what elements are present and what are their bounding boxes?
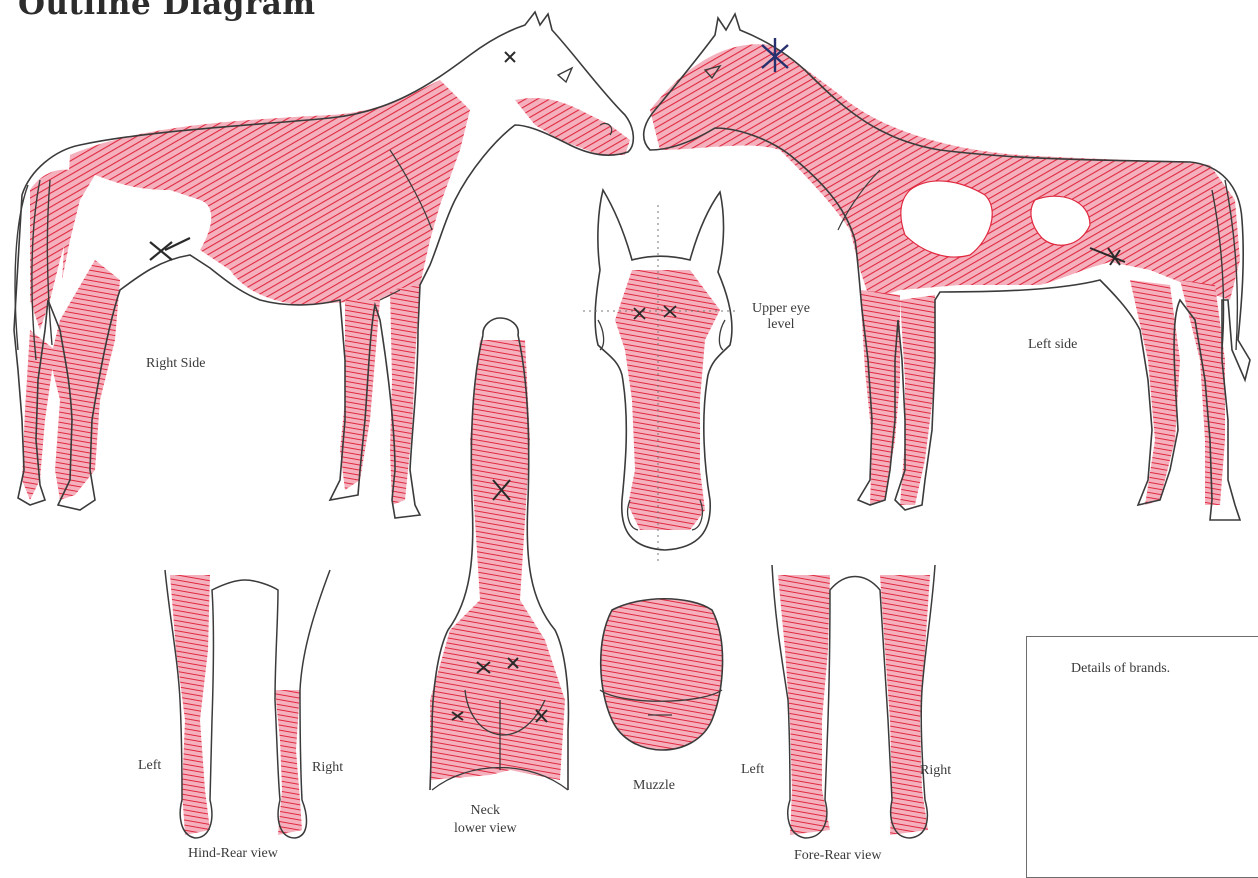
page-title: Outline Diagram bbox=[18, 0, 316, 22]
right-side-eye bbox=[558, 68, 572, 82]
left-side-body-marking bbox=[650, 44, 1240, 300]
head-front-eye-right bbox=[719, 320, 725, 350]
label-right-side: Right Side bbox=[146, 356, 206, 372]
label-fore-right: Right bbox=[920, 763, 951, 779]
label-upper-eye-line1: Upper eye bbox=[752, 301, 810, 316]
hind-left-leg-marking bbox=[170, 575, 210, 835]
right-side-hindleg-marking bbox=[50, 260, 120, 500]
horse-right-side bbox=[14, 12, 633, 518]
label-upper-eye-level: Upper eye level bbox=[752, 301, 810, 333]
neck-lower-view bbox=[430, 318, 568, 790]
right-side-body-marking bbox=[62, 80, 470, 305]
muzzle-marking bbox=[601, 599, 723, 750]
label-neck-line1: Neck bbox=[471, 803, 501, 818]
label-left-side: Left side bbox=[1028, 337, 1077, 353]
fore-left-leg-marking bbox=[778, 575, 830, 835]
label-neck-lower-view: Neck lower view bbox=[454, 802, 517, 838]
label-fore-left: Left bbox=[741, 762, 764, 778]
neck-lower-marking bbox=[430, 340, 565, 780]
brands-details-box[interactable]: Details of brands. bbox=[1026, 636, 1258, 878]
head-front-view bbox=[583, 190, 738, 565]
right-side-poll-whorl bbox=[505, 52, 515, 62]
hind-right-leg-marking bbox=[275, 690, 302, 835]
label-upper-eye-line2: level bbox=[767, 317, 794, 332]
label-hind-rear-view: Hind-Rear view bbox=[188, 846, 278, 862]
muzzle-view bbox=[600, 599, 723, 750]
fore-rear-view bbox=[772, 565, 935, 838]
label-neck-line2: lower view bbox=[454, 821, 517, 836]
label-fore-rear-view: Fore-Rear view bbox=[794, 848, 881, 864]
hind-rear-view bbox=[165, 570, 330, 838]
label-hind-left: Left bbox=[138, 758, 161, 774]
label-muzzle: Muzzle bbox=[633, 778, 675, 794]
horse-left-side bbox=[644, 14, 1250, 520]
right-side-foreleg-marking bbox=[340, 300, 380, 490]
brands-details-label: Details of brands. bbox=[1071, 661, 1170, 677]
label-hind-right: Right bbox=[312, 760, 343, 776]
